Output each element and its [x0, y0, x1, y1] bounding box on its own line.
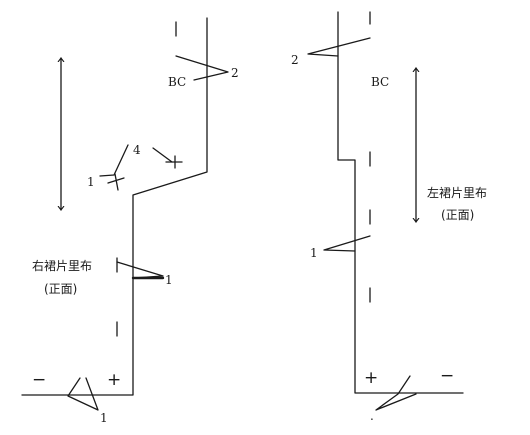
- right-skirt-lining-piece: 2 BC 4 1 1 右裙片里布 (正面) − + 1: [21, 17, 239, 425]
- left-skirt-lining-piece: 2 BC 1 左裙片里布 (正面) + − .: [291, 11, 487, 423]
- left-minus-sign: −: [440, 366, 454, 386]
- right-mark-4-label: 4: [133, 143, 141, 157]
- left-piece-title: 左裙片里布: [427, 185, 487, 200]
- right-notch-1: [116, 261, 164, 279]
- right-mark-4-line-a: [152, 147, 173, 163]
- right-mark-1-label: 1: [87, 175, 95, 189]
- right-notch-2: [175, 55, 229, 81]
- right-piece-subtitle: (正面): [44, 282, 77, 296]
- right-minus-sign: −: [32, 370, 46, 390]
- right-notch-2-label: 2: [231, 66, 239, 80]
- left-notch-1: [323, 235, 371, 252]
- right-hem-notch: [67, 377, 99, 411]
- left-piece-outline: [337, 11, 464, 394]
- right-notch-1-label: 1: [165, 273, 173, 287]
- right-mark-4-chevron: [99, 144, 129, 177]
- left-hem-notch: [375, 375, 417, 411]
- left-notch-2-label: 2: [291, 53, 299, 67]
- left-notch-1-label: 1: [310, 246, 318, 260]
- right-piece-outline: [21, 17, 208, 396]
- right-piece-title: 右裙片里布: [32, 258, 92, 273]
- left-plus-sign: +: [364, 368, 378, 388]
- right-bc-label: BC: [168, 75, 186, 89]
- left-hem-notch-label: .: [370, 409, 374, 423]
- right-hem-notch-label: 1: [100, 411, 108, 425]
- left-notch-2: [307, 37, 371, 57]
- right-mark-1-cross-v: [114, 173, 119, 191]
- right-plus-sign: +: [107, 370, 121, 390]
- left-bc-label: BC: [371, 75, 389, 89]
- left-piece-subtitle: (正面): [441, 208, 474, 222]
